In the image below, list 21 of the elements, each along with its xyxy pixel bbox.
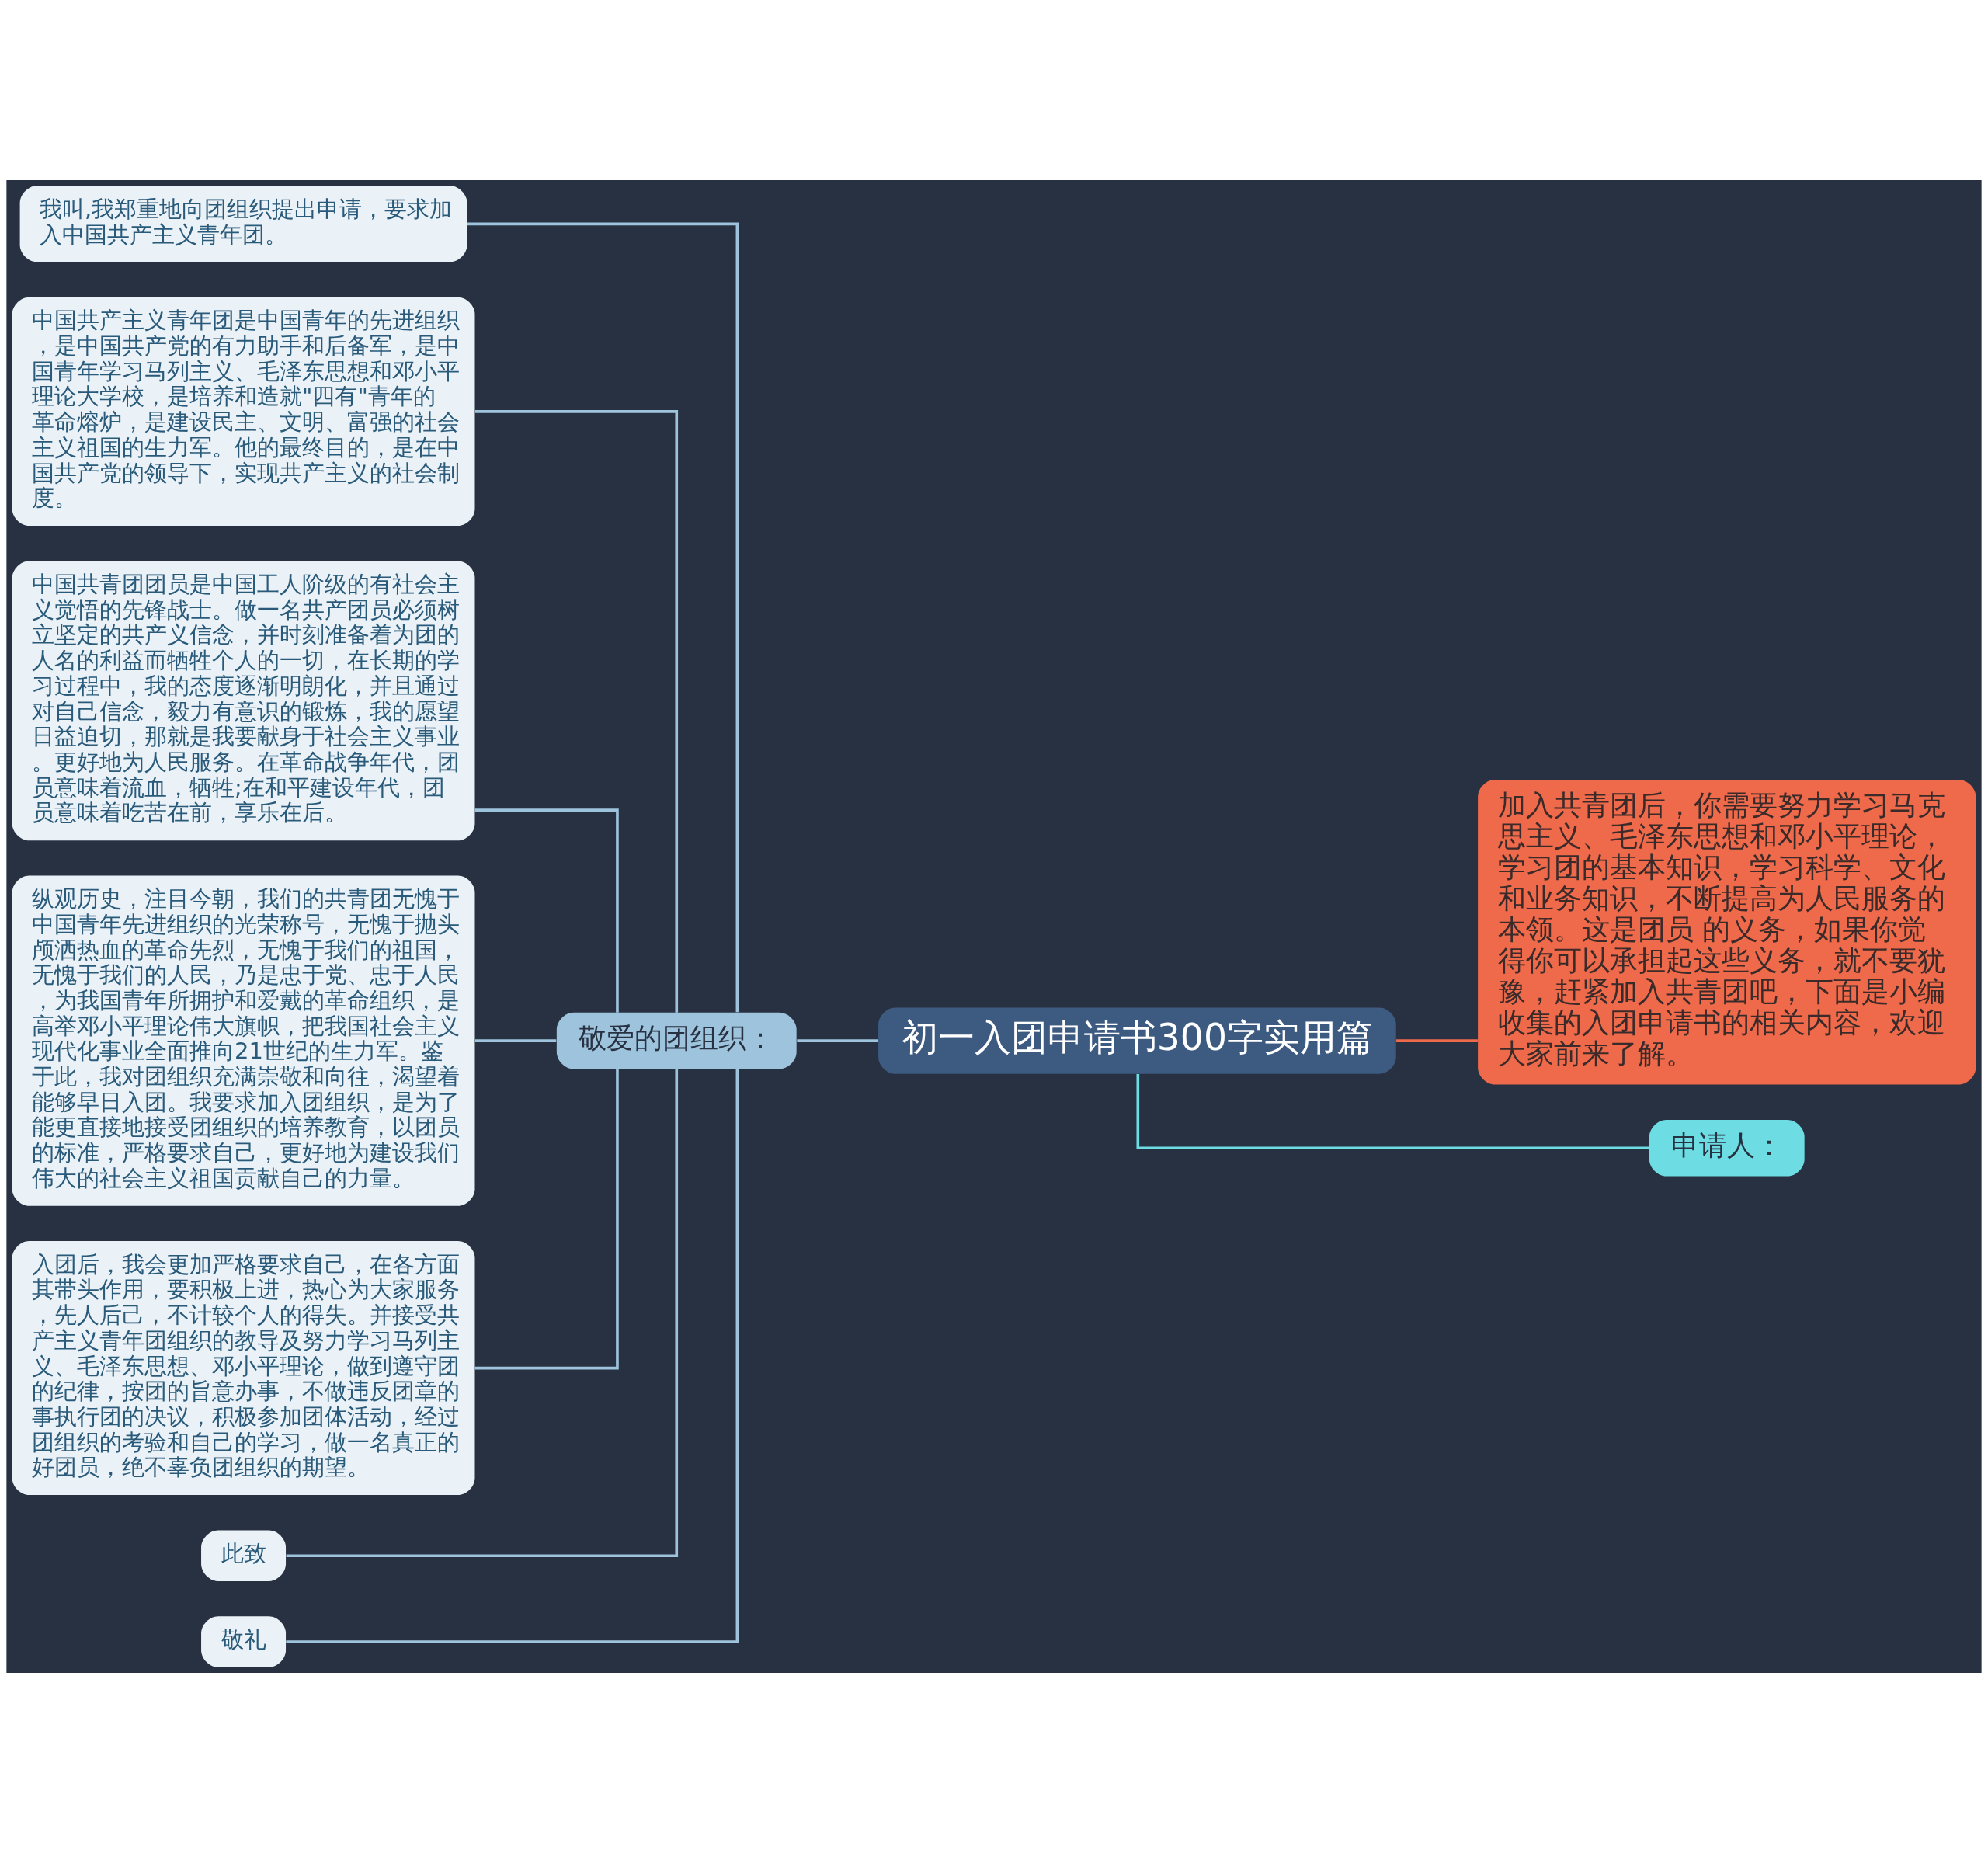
connector xyxy=(286,1069,679,1558)
node-box: 我叫,我郑重地向团组织提出申请，要求加入中国共产主义青年团。 xyxy=(19,186,467,262)
node-box: 入团后，我会更加严格要求自己，在各方面其带头作用，要积极上进，热心为大家服务，先人后己，不计较个人的得失。并接受共产主义青年团组织的教导及努力学习马列主义、毛泽东思想、邓小平理论，做到遵守团的纪律，按团的旨意办事，不做违反团章的事执行团的决议，积极参加团体活动，经过团组织的考验和自己的学习，做一名真正的好团员，绝不辜负团组织的期望。 xyxy=(12,1241,475,1496)
node-box: 此致 xyxy=(201,1530,287,1581)
node-box: 初一入团申请书300字实用篇 xyxy=(878,1007,1396,1074)
node-box: 敬礼 xyxy=(201,1616,287,1667)
connector xyxy=(1396,1039,1478,1042)
node-box: 加入共青团后，你需要努力学习马克思主义、毛泽东思想和邓小平理论，学习团的基本知识，学习科学、文化和业务知识，不断提高为人民服务的本领。这是团员 的义务，如果你觉得你可以承担起这些义务，就不要犹豫，赶紧加入共青团吧，下面是小编收集的入团申请书的相关内容，欢迎大家前来了解。 xyxy=(1478,780,1976,1085)
node-box: 敬爱的团组织： xyxy=(556,1012,797,1069)
node-box: 纵观历史，注目今朝，我们的共青团无愧于中国青年先进组织的光荣称号，无愧于抛头颅洒热血的革命先烈，无愧于我们的祖国，无愧于我们的人民，乃是忠于党、忠于人民，为我国青年所拥护和爱戴的革命组织，是高举邓小平理论伟大旗帜，把我国社会主义现代化事业全面推向21世纪的生力军。鉴于此，我对团组织充满崇敬和向往，渴望着能够早日入团。我要求加入团组织，是为了能更直接地接受团组织的培养教育，以团员的标准，严格要求自己，更好地为建设我们伟大的社会主义祖国贡献自己的力量。 xyxy=(12,875,475,1206)
connector xyxy=(474,808,619,1013)
connector xyxy=(474,1069,619,1370)
connector xyxy=(1136,1074,1649,1150)
connector xyxy=(286,1069,739,1643)
connector xyxy=(797,1039,878,1042)
connector xyxy=(475,1039,557,1042)
node-box: 中国共青团团员是中国工人阶级的有社会主义觉悟的先锋战士。做一名共产团员必须树立坚定的共产义信念，并时刻准备着为团的人名的利益而牺牲个人的一切，在长期的学习过程中，我的态度逐渐明朗化，并且通过对自己信念，毅力有意识的锻炼，我的愿望日益迫切，那就是我要献身于社会主义事业。更好地为人民服务。在革命战争年代，团员意味着流血，牺牲;在和平建设年代，团员意味着吃苦在前，享乐在后。 xyxy=(12,561,475,841)
node-box: 申请人： xyxy=(1649,1119,1805,1177)
connector xyxy=(475,410,679,1013)
node-box: 中国共产主义青年团是中国青年的先进组织，是中国共产党的有力助手和后备军，是中国青年学习马列主义、毛泽东思想和邓小平理论大学校，是培养和造就"四有"青年的革命熔炉，是建设民主、文明、富强的社会主义祖国的生力军。他的最终目的，是在中国共产党的领导下，实现共产主义的社会制度。 xyxy=(12,297,475,527)
connector xyxy=(467,222,739,1013)
